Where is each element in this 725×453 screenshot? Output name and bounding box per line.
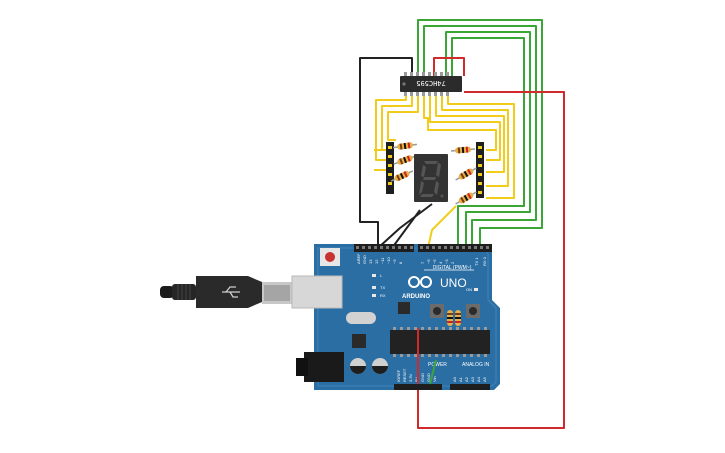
overlay-wires [417, 328, 437, 385]
pin-label-11: ~11 [380, 257, 385, 264]
pin-label-8: 8 [398, 261, 403, 264]
digital-label: DIGITAL (PWM~) [433, 265, 472, 271]
led-label-tx: TX [380, 285, 385, 290]
analog-label: ANALOG IN [462, 362, 490, 368]
pin-label-a1: A1 [458, 376, 463, 382]
pin-label-a3: A3 [470, 376, 475, 382]
arduino-board[interactable]: AREF GND 13 12 ~11 ~10 ~9 8 7 ~6 ~5 4 ~3… [291, 244, 500, 390]
pin-label-gnd2: GND [426, 373, 431, 382]
wire-black-gnd-3[interactable] [391, 209, 421, 249]
wire-green-4[interactable] [451, 37, 525, 248]
pin-label-tx1: TX 1 [474, 257, 479, 266]
pin-label-a0: A0 [452, 376, 457, 382]
pin-label-7: 7 [420, 261, 425, 264]
pin-label-reset: RESET [402, 368, 407, 382]
button-resistor-2[interactable] [455, 310, 461, 326]
power-header [394, 384, 490, 390]
wire-yellow-1[interactable] [375, 92, 407, 161]
digital-pin-labels: AREF GND 13 12 ~11 ~10 ~9 8 7 ~6 ~5 4 ~3… [356, 253, 487, 266]
pin-label-13: 13 [368, 259, 373, 264]
resistor-1[interactable] [393, 141, 418, 150]
pin-label-2: 2 [450, 261, 455, 264]
arduino-logo-icon [408, 276, 432, 288]
usb-symbol-icon [222, 286, 240, 298]
led-label-l: L [380, 273, 383, 278]
board-brand: ARDUINO [402, 294, 430, 300]
push-button-1[interactable] [430, 304, 444, 318]
left-pin-header [386, 142, 394, 194]
usb-port [291, 275, 343, 309]
digital-header [354, 244, 492, 252]
analog-pin-labels: A0 A1 A2 A3 A4 A5 [452, 376, 487, 382]
wire-green-overlay[interactable] [429, 359, 437, 385]
power-label: POWER [428, 362, 447, 368]
resistor-6[interactable] [454, 189, 478, 206]
shift-register-chip[interactable]: 74HC595 [400, 72, 462, 96]
board-model: UNO [440, 276, 467, 290]
resistor-5[interactable] [454, 165, 478, 182]
capacitor-1 [350, 358, 366, 374]
pin-label-9: ~9 [392, 259, 397, 264]
reset-button[interactable] [320, 248, 340, 266]
wire-green-2[interactable] [423, 25, 537, 248]
seven-segment-digit: 8. [0, 0, 2, 1]
wire-yellow-left-header[interactable] [374, 149, 388, 171]
resistor-2[interactable] [393, 153, 418, 167]
wire-green-3[interactable] [445, 31, 531, 248]
resistor-4[interactable] [450, 146, 476, 154]
power-pin-labels: IOREF RESET 3.3V 5V GND GND Vin [396, 368, 437, 382]
led-label-on: ON [466, 287, 472, 292]
shift-register-label: 74HC595 [416, 79, 446, 87]
pin-label-ioref: IOREF [396, 369, 401, 382]
wire-yellow-to-board[interactable] [427, 205, 457, 249]
pin-label-10: ~10 [386, 256, 391, 264]
wire-yellow-7[interactable] [441, 92, 509, 187]
pin-label-4: 4 [438, 261, 443, 264]
usb-cable[interactable] [160, 276, 292, 308]
pin-label-vin: Vin [432, 376, 437, 382]
wire-red-vcc[interactable] [433, 57, 465, 76]
wire-green-1[interactable] [417, 19, 543, 248]
pin-label-3: ~3 [444, 259, 449, 264]
pin-label-6: ~6 [426, 259, 431, 264]
right-pin-header [476, 142, 484, 198]
led-label-rx: RX [380, 293, 386, 298]
wire-yellow-6[interactable] [435, 92, 505, 173]
pin-label-5: ~5 [432, 259, 437, 264]
wire-yellow-8[interactable] [447, 92, 515, 199]
resistors [390, 141, 478, 206]
pin-label-a5: A5 [482, 376, 487, 382]
wire-yellow-3[interactable] [387, 92, 419, 141]
capacitor-2 [372, 358, 388, 374]
usb-chip [398, 302, 410, 314]
pin-label-aref: AREF [356, 253, 361, 264]
pin-label-gnd: GND [362, 255, 367, 264]
pin-label-gnd1: GND [420, 373, 425, 382]
resistor-3[interactable] [390, 168, 414, 184]
seven-segment-display[interactable]: 8. [0, 0, 448, 202]
wire-red-5v[interactable] [417, 91, 565, 429]
pin-label-5v: 5V [414, 377, 419, 382]
push-button-2[interactable] [466, 304, 480, 318]
wire-yellow-4[interactable] [423, 92, 497, 151]
power-jack [304, 352, 344, 382]
button-resistor-1[interactable] [447, 310, 453, 326]
led-indicators: L TX RX ON [372, 273, 478, 298]
wire-black-gnd-1[interactable] [359, 57, 413, 248]
pin-label-rx0: RX 0 [482, 256, 487, 266]
pin-label-a2: A2 [464, 376, 469, 382]
pin-label-a4: A4 [476, 376, 481, 382]
wire-yellow-5[interactable] [429, 92, 501, 161]
wire-black-gnd-2[interactable] [377, 203, 433, 249]
pin-label-12: 12 [374, 259, 379, 264]
pin-label-3v3: 3.3V [408, 373, 413, 382]
atmega-chip [390, 327, 490, 357]
crystal [346, 312, 376, 324]
